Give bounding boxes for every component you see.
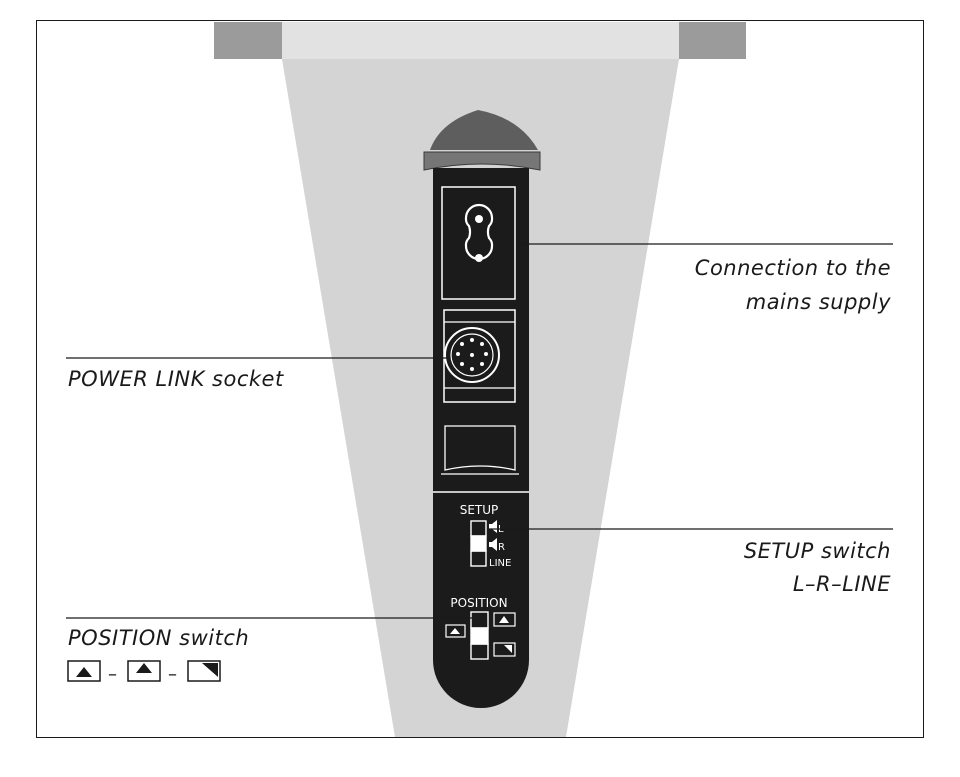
diagram-frame [36,20,924,738]
label-mains-line2: mains supply [746,290,891,314]
top-bar-left [214,22,282,59]
speaker-small-icon [489,520,497,533]
speaker-wall-icon [493,612,516,627]
legend-dash-2: – [168,664,178,685]
label-setup-line2: L–R–LINE [793,572,891,596]
top-bar-center [282,22,679,59]
mains-socket-icon [464,203,494,261]
mains-socket-frame [441,186,516,300]
speaker-small-icon [489,538,497,551]
legend-dash-1: – [108,664,118,685]
empty-slot [444,425,516,471]
setup-r-label: R [498,542,505,553]
position-title: POSITION [450,596,507,610]
speaker-corner-icon [187,660,221,682]
label-mains-line1: Connection to the [695,256,891,280]
top-bar-right [679,22,746,59]
label-position-line1: POSITION switch [68,626,249,650]
speaker-corner-icon [493,642,516,657]
label-setup-line1: SETUP switch [744,539,891,563]
position-switch[interactable] [470,611,489,660]
speaker-floor-icon [445,624,466,638]
connection-panel [433,168,529,708]
top-knob-icon [430,110,538,150]
setup-line-label: LINE [489,558,511,569]
powerlink-socket-icon [444,327,500,383]
setup-switch[interactable] [470,520,487,567]
setup-title: SETUP [460,503,499,517]
label-powerlink: POWER LINK socket [68,367,284,391]
top-knob-base [423,151,541,171]
powerlink-socket-frame [443,309,516,403]
speaker-wall-icon [127,660,161,682]
speaker-floor-icon [67,660,101,682]
